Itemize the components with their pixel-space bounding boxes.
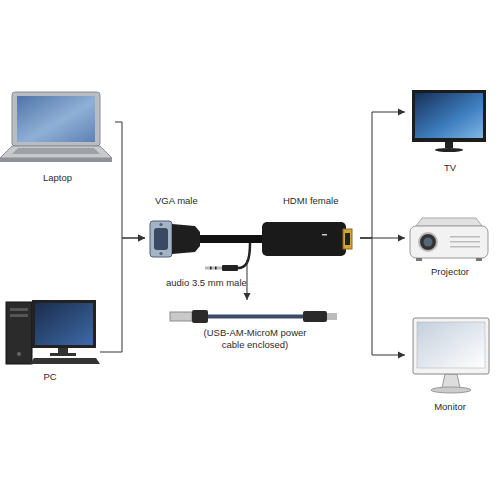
laptop-illustration-part bbox=[12, 92, 100, 146]
monitor-illustration-part bbox=[413, 318, 489, 374]
projector-illustration-part bbox=[450, 241, 480, 243]
connector-line bbox=[360, 238, 405, 355]
projector-illustration-part bbox=[416, 218, 482, 226]
pc-illustration-part bbox=[10, 308, 28, 311]
usb-power-cable-part bbox=[170, 312, 192, 321]
laptop-illustration-part bbox=[12, 148, 100, 154]
vga-hdmi-adapter-part bbox=[150, 221, 172, 257]
monitor-device: Monitor bbox=[405, 315, 495, 415]
vga-hdmi-adapter-part bbox=[159, 223, 162, 226]
pc-illustration-part bbox=[32, 300, 96, 348]
usb-power-cable-part bbox=[208, 315, 303, 319]
connector-line bbox=[360, 238, 405, 239]
monitor-illustration-part bbox=[417, 322, 485, 368]
vga-hdmi-adapter-part bbox=[172, 224, 200, 254]
laptop-illustration-part bbox=[17, 96, 95, 142]
laptop-illustration-part bbox=[0, 158, 112, 162]
connector-label: audio 3.5 mm male bbox=[166, 277, 266, 289]
node-label: PC bbox=[0, 371, 100, 383]
vga-hdmi-adapter bbox=[150, 221, 352, 271]
connector-line bbox=[115, 122, 145, 238]
projector-illustration-part bbox=[410, 226, 488, 258]
usb-power-cable-part bbox=[327, 313, 337, 320]
connector-line bbox=[100, 238, 145, 352]
tv-illustration-part bbox=[445, 142, 453, 148]
vga-hdmi-adapter-part bbox=[238, 243, 250, 268]
vga-hdmi-adapter-part bbox=[322, 234, 327, 236]
usb-power-cable-part bbox=[192, 310, 208, 323]
tv-illustration-part bbox=[415, 93, 483, 138]
vga-hdmi-adapter-part bbox=[205, 267, 222, 270]
arrow-head bbox=[244, 293, 251, 300]
projector-illustration-part bbox=[476, 258, 482, 261]
pc-illustration-part bbox=[35, 303, 93, 345]
pc-illustration-part bbox=[10, 314, 28, 317]
node-label: HDMI female bbox=[283, 195, 359, 207]
node-label: TV bbox=[405, 162, 495, 174]
arrow-head bbox=[138, 235, 145, 242]
usb-power-cable-part bbox=[303, 311, 327, 322]
laptop-illustration-part bbox=[0, 146, 112, 158]
node-label: Projector bbox=[405, 266, 495, 278]
monitor-illustration-part bbox=[431, 387, 471, 393]
connector-line bbox=[247, 260, 248, 300]
vga-hdmi-adapter-part bbox=[210, 267, 212, 270]
laptop-device: Laptop bbox=[0, 88, 115, 183]
arrow-head bbox=[398, 109, 405, 116]
arrow-head bbox=[138, 235, 145, 242]
node-label: Monitor bbox=[405, 401, 495, 413]
pc-illustration-part bbox=[6, 302, 32, 364]
tv-illustration bbox=[412, 90, 486, 152]
adapter-node: VGA male HDMI female bbox=[145, 195, 360, 260]
vga-hdmi-adapter-part bbox=[215, 267, 217, 270]
vga-hdmi-adapter-part bbox=[343, 229, 352, 249]
laptop-illustration bbox=[0, 92, 112, 162]
projector-illustration-part bbox=[416, 258, 422, 261]
tv-device: TV bbox=[405, 85, 495, 177]
usb-cable-node: (USB-AM-MicroM power cable enclosed) bbox=[160, 300, 350, 355]
vga-hdmi-adapter-part bbox=[262, 222, 346, 256]
usb-power-cable bbox=[170, 310, 337, 323]
vga-hdmi-adapter-part bbox=[200, 235, 262, 243]
projector-illustration-part bbox=[450, 236, 480, 238]
pc-illustration bbox=[6, 300, 100, 364]
node-label: VGA male bbox=[155, 195, 235, 207]
vga-hdmi-adapter-part bbox=[222, 265, 238, 271]
pc-illustration-part bbox=[50, 353, 76, 356]
node-label: (USB-AM-MicroM power cable enclosed) bbox=[203, 327, 307, 351]
vga-hdmi-adapter-part bbox=[159, 252, 162, 255]
projector-device: Projector bbox=[405, 212, 495, 280]
projector-illustration-part bbox=[419, 233, 437, 251]
tv-illustration-part bbox=[412, 90, 486, 142]
vga-hdmi-adapter-part bbox=[345, 233, 350, 245]
node-label: Laptop bbox=[0, 172, 115, 184]
projector-illustration-part bbox=[450, 246, 480, 248]
pc-illustration-part bbox=[17, 352, 21, 356]
connector-line bbox=[360, 112, 405, 238]
monitor-illustration bbox=[413, 318, 489, 393]
projector-illustration-part bbox=[424, 238, 433, 247]
tv-illustration-part bbox=[435, 148, 463, 152]
pc-device: PC bbox=[0, 295, 100, 388]
arrow-head bbox=[398, 352, 405, 359]
arrow-head bbox=[398, 235, 405, 242]
pc-illustration-part bbox=[30, 358, 100, 364]
monitor-illustration-part bbox=[442, 374, 460, 388]
vga-hdmi-adapter-part bbox=[154, 228, 168, 250]
projector-illustration bbox=[410, 218, 488, 261]
